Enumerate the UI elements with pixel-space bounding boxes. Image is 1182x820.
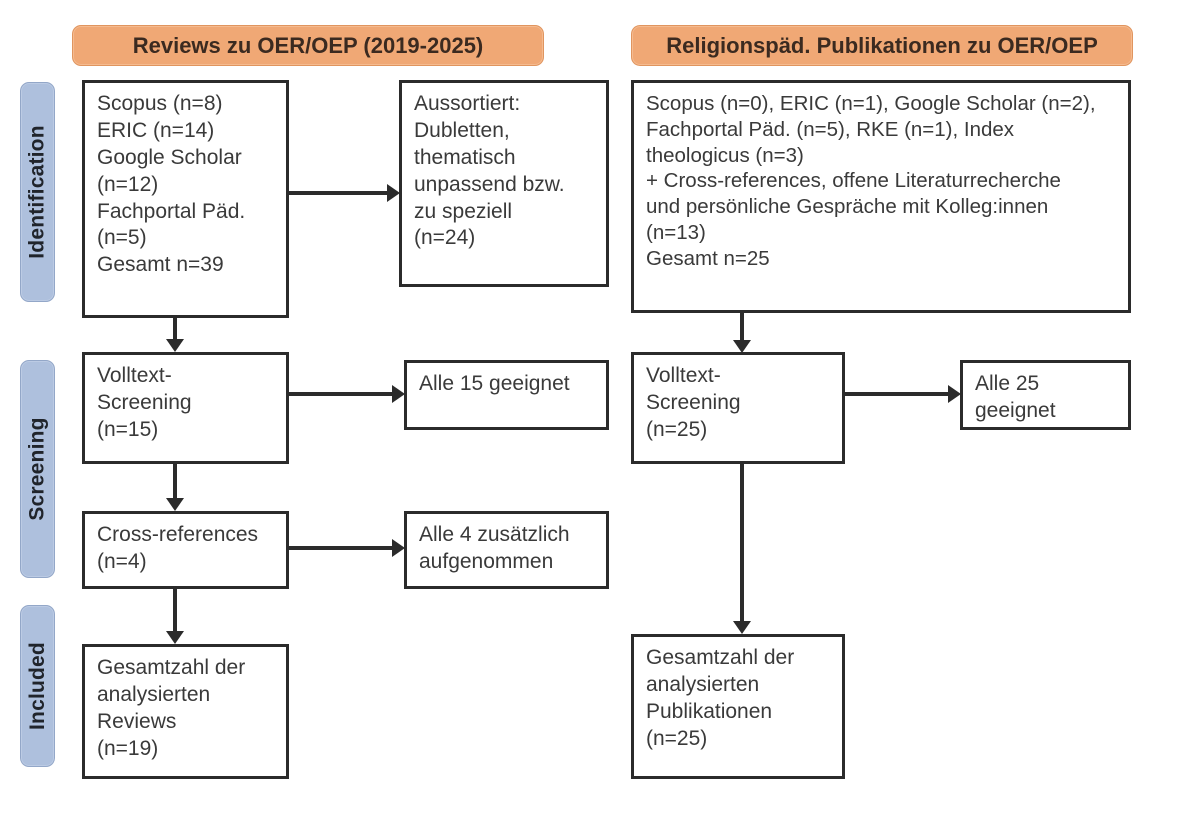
- box-right-screening-result: Alle 25 geeignet: [960, 360, 1131, 430]
- box-left-crossrefs: Cross-references (n=4): [82, 511, 289, 589]
- connector-right-screening-to-result: [845, 392, 951, 396]
- arrowhead-right-identification-to-screening: [733, 340, 751, 353]
- connector-left-screening-to-crossrefs: [173, 464, 177, 501]
- box-left-identification-sources: Scopus (n=8) ERIC (n=14) Google Scholar …: [82, 80, 289, 318]
- column-header-publications: Religionspäd. Publikationen zu OER/OEP: [631, 25, 1133, 66]
- arrowhead-left-crossrefs-to-included: [166, 631, 184, 644]
- box-left-fulltext-screening-text: Volltext- Screening (n=15): [97, 364, 192, 441]
- connector-left-crossrefs-to-result: [289, 546, 395, 550]
- box-right-fulltext-screening: Volltext- Screening (n=25): [631, 352, 845, 464]
- box-left-included-total: Gesamtzahl der analysierten Reviews (n=1…: [82, 644, 289, 779]
- stage-label-screening: Screening: [25, 417, 49, 521]
- box-left-screening-result-text: Alle 15 geeignet: [419, 372, 570, 395]
- arrowhead-right-screening-to-result: [948, 385, 961, 403]
- column-header-publications-label: Religionspäd. Publikationen zu OER/OEP: [666, 32, 1098, 58]
- box-left-included-total-text: Gesamtzahl der analysierten Reviews (n=1…: [97, 656, 246, 760]
- stage-pill-included: Included: [20, 605, 55, 767]
- box-right-identification-sources-text: Scopus (n=0), ERIC (n=1), Google Scholar…: [646, 92, 1096, 270]
- arrowhead-left-crossrefs-to-result: [392, 539, 405, 557]
- arrowhead-left-screening-to-crossrefs: [166, 498, 184, 511]
- box-left-fulltext-screening: Volltext- Screening (n=15): [82, 352, 289, 464]
- connector-right-identification-to-screening: [740, 313, 744, 343]
- box-right-identification-sources: Scopus (n=0), ERIC (n=1), Google Scholar…: [631, 80, 1131, 313]
- connector-right-screening-to-included: [740, 464, 744, 624]
- stage-label-identification: Identification: [25, 125, 49, 259]
- column-header-reviews: Reviews zu OER/OEP (2019-2025): [72, 25, 544, 66]
- box-left-screening-result: Alle 15 geeignet: [404, 360, 609, 430]
- box-left-crossrefs-result-text: Alle 4 zusätzlich aufgenommen: [419, 523, 570, 573]
- arrowhead-left-screening-to-result: [392, 385, 405, 403]
- arrowhead-right-screening-to-included: [733, 621, 751, 634]
- box-left-crossrefs-text: Cross-references (n=4): [97, 523, 259, 573]
- column-header-reviews-label: Reviews zu OER/OEP (2019-2025): [132, 32, 484, 58]
- box-left-excluded: Aussortiert: Dubletten, thematisch unpas…: [399, 80, 609, 287]
- box-left-crossrefs-result: Alle 4 zusätzlich aufgenommen: [404, 511, 609, 589]
- arrowhead-left-identification-to-excluded: [387, 184, 400, 202]
- stage-pill-screening: Screening: [20, 360, 55, 578]
- box-left-excluded-text: Aussortiert: Dubletten, thematisch unpas…: [414, 92, 565, 250]
- connector-left-identification-to-screening: [173, 318, 177, 342]
- arrowhead-left-identification-to-screening: [166, 339, 184, 352]
- box-left-identification-sources-text: Scopus (n=8) ERIC (n=14) Google Scholar …: [97, 92, 246, 277]
- connector-left-crossrefs-to-included: [173, 589, 177, 634]
- box-right-fulltext-screening-text: Volltext- Screening (n=25): [646, 364, 741, 441]
- stage-label-included: Included: [25, 642, 49, 730]
- connector-left-identification-to-excluded: [289, 191, 390, 195]
- box-right-included-total: Gesamtzahl der analysierten Publikatione…: [631, 634, 845, 779]
- connector-left-screening-to-result: [289, 392, 395, 396]
- box-right-screening-result-text: Alle 25 geeignet: [975, 372, 1056, 422]
- box-right-included-total-text: Gesamtzahl der analysierten Publikatione…: [646, 646, 795, 750]
- stage-pill-identification: Identification: [20, 82, 55, 302]
